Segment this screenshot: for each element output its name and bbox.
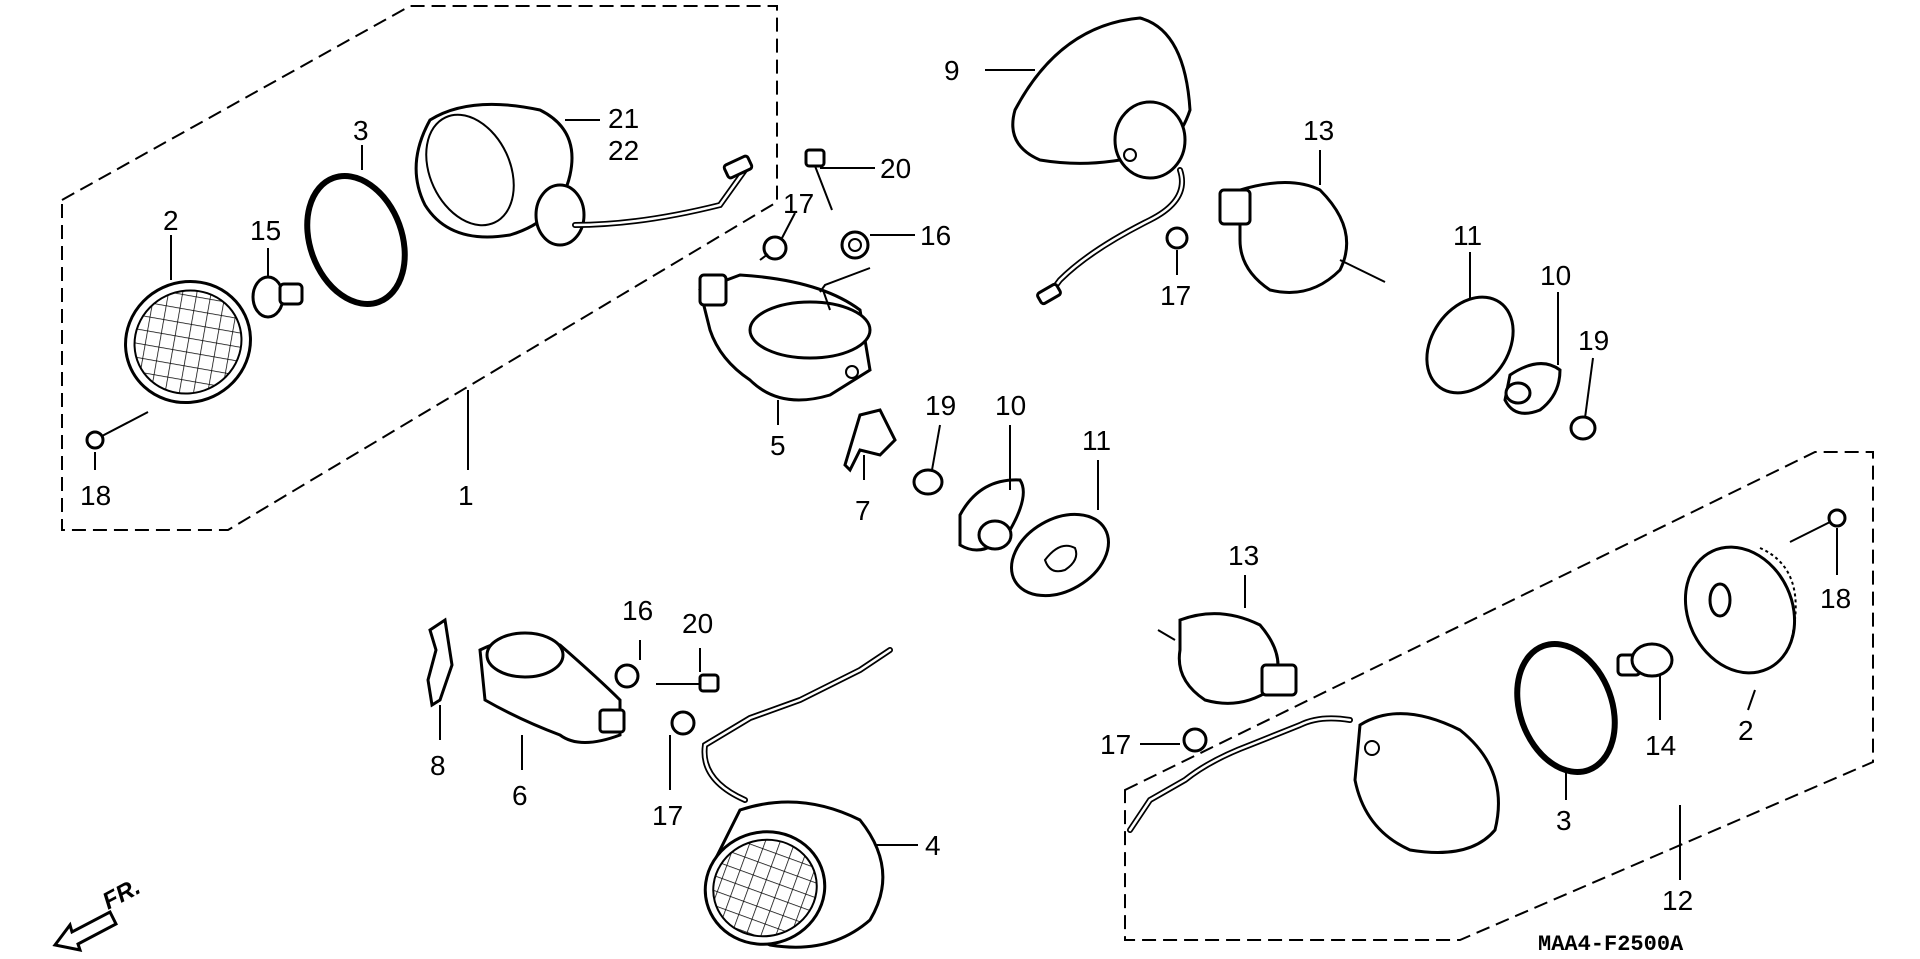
callout-16-upper: 16 — [920, 220, 951, 251]
reference-code: MAA4-F2500A — [1538, 932, 1684, 957]
callout-14: 14 — [1645, 730, 1676, 761]
callout-10-middle: 10 — [995, 390, 1026, 421]
nut-lower-16 — [614, 663, 640, 689]
bulb-lower — [1616, 642, 1674, 678]
nut-lower-17 — [670, 710, 696, 736]
clip-upper — [843, 408, 897, 473]
callout-19-upper-right: 19 — [1578, 325, 1609, 356]
callout-11-middle: 11 — [1082, 425, 1111, 456]
callout-17-lower: 17 — [652, 800, 683, 831]
callout-17-upper-right: 17 — [1160, 280, 1191, 311]
collar-middle — [912, 468, 944, 496]
housing-lower-right — [1127, 712, 1500, 854]
callout-2-lower: 2 — [1738, 715, 1754, 746]
plate-upper-right — [1503, 362, 1562, 415]
bolt-lower — [656, 673, 720, 693]
callout-18: 18 — [80, 480, 111, 511]
callout-8: 8 — [430, 750, 446, 781]
callout-9: 9 — [944, 55, 960, 86]
screw-lower-right-18 — [1789, 508, 1847, 543]
bulb-upper — [251, 275, 304, 319]
callout-3-lower: 3 — [1556, 805, 1572, 836]
stem-upper-right — [1218, 181, 1386, 294]
callout-4: 4 — [925, 830, 941, 861]
callout-18-lower: 18 — [1820, 583, 1851, 614]
bracket-lower — [478, 631, 626, 744]
callout-6: 6 — [512, 780, 528, 811]
callout-20-upper: 20 — [880, 153, 911, 184]
callout-12: 12 — [1662, 885, 1693, 916]
direction-label: FR. — [98, 873, 145, 915]
bolt-upper-middle — [804, 148, 833, 211]
stem-lower-right — [1157, 612, 1298, 705]
grommet-middle — [1010, 512, 1110, 598]
callout-13-lower: 13 — [1228, 540, 1259, 571]
rim-lower-right — [1683, 545, 1797, 675]
callout-10-upper-right: 10 — [1540, 260, 1571, 291]
plate-middle — [958, 478, 1025, 552]
callout-11-upper-right: 11 — [1453, 220, 1482, 251]
callout-21: 21 — [608, 103, 639, 134]
screw-upper-left — [85, 411, 149, 450]
housing-upper-left — [414, 102, 754, 247]
assembly-box-lower-right — [1124, 451, 1874, 941]
assembly-box-upper-left — [61, 5, 778, 531]
clip-lower — [426, 617, 454, 708]
cap-nut-upper-middle — [840, 230, 870, 260]
callout-2: 2 — [163, 205, 179, 236]
screw-lower-right-17 — [1182, 727, 1208, 753]
gasket-ring-upper — [304, 173, 408, 307]
callout-15: 15 — [250, 215, 281, 246]
grommet-upper-right — [1425, 295, 1515, 395]
callout-20-lower: 20 — [682, 608, 713, 639]
callout-19-middle: 19 — [925, 390, 956, 421]
callout-13-upper: 13 — [1303, 115, 1334, 146]
callout-16-lower: 16 — [622, 595, 653, 626]
callout-3: 3 — [353, 115, 369, 146]
bracket-upper — [698, 273, 872, 402]
lens-upper-left — [124, 279, 252, 405]
collar-upper-right — [1569, 415, 1597, 441]
lamp-lower-middle — [701, 647, 893, 949]
callout-7: 7 — [855, 495, 871, 526]
direction-arrow-icon — [52, 909, 118, 952]
callout-22: 22 — [608, 135, 639, 166]
housing-upper-right — [1011, 16, 1192, 306]
callout-1: 1 — [458, 480, 474, 511]
gasket-ring-lower — [1514, 641, 1618, 775]
callout-5: 5 — [770, 430, 786, 461]
leader-lines — [94, 69, 1838, 880]
nut-upper-right — [1165, 226, 1189, 250]
nut-upper-middle — [759, 235, 788, 261]
callout-17-upper: 17 — [783, 188, 814, 219]
callout-17-lower-right: 17 — [1100, 729, 1131, 760]
